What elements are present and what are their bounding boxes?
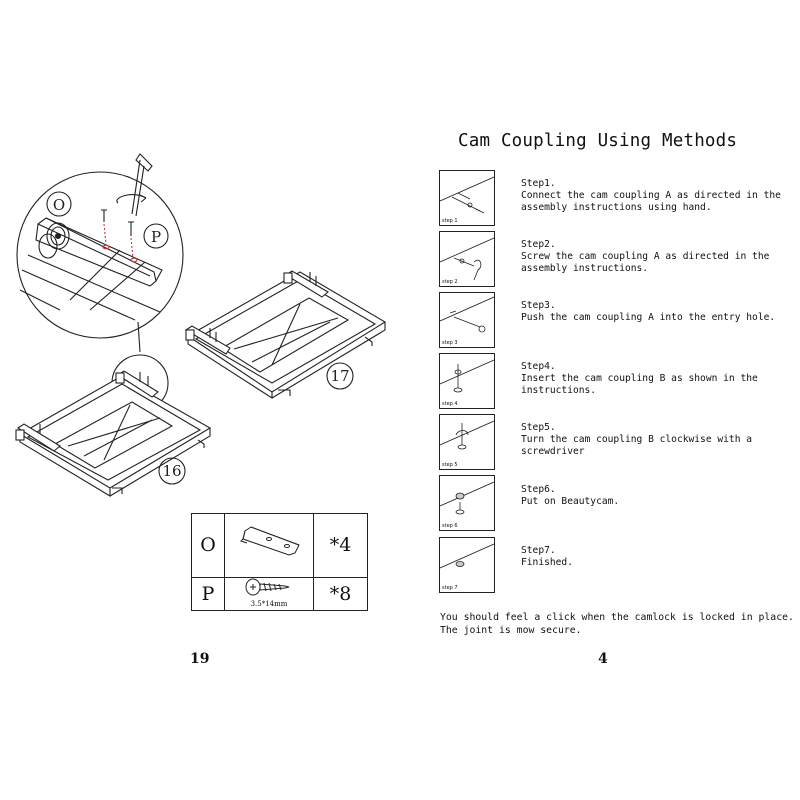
frame-17 xyxy=(184,270,387,400)
step-box-label: step 1 xyxy=(442,218,458,224)
step-3-illustration: step 3 xyxy=(439,292,495,348)
step-5-illustration: step 5 xyxy=(439,414,495,470)
closing-note: You should feel a click when the camlock… xyxy=(440,611,794,637)
step-box-label: step 2 xyxy=(442,279,458,285)
step-description: Push the cam coupling A into the entry h… xyxy=(521,312,776,323)
assembly-diagram: O P 17 16 xyxy=(15,153,387,497)
callout-p-label: P xyxy=(151,228,161,246)
part-code: P xyxy=(191,576,225,612)
parts-row-bracket: O *4 xyxy=(191,513,368,578)
closing-note-line: You should feel a click when the camlock… xyxy=(440,612,794,623)
step-3: Step3.Push the cam coupling A into the e… xyxy=(521,300,775,324)
step-5: Step5.Turn the cam coupling B clockwise … xyxy=(521,422,752,458)
step-heading: Step7. xyxy=(521,545,556,556)
step-heading: Step3. xyxy=(521,300,556,311)
step-box-label: step 3 xyxy=(442,340,458,346)
part-quantity: *8 xyxy=(313,576,368,612)
detail-magnifier-circle xyxy=(16,171,184,339)
step-6-illustration: step 6 xyxy=(439,475,495,531)
step-heading: Step5. xyxy=(521,422,556,433)
step-description: Connect the cam coupling A as directed i… xyxy=(521,190,781,213)
parts-row-screw: P 3.5*14mm *8 xyxy=(191,576,368,612)
callout-16-circle xyxy=(158,457,186,485)
step-2-illustration: step 2 xyxy=(439,231,495,287)
step-description: Turn the cam coupling B clockwise with a… xyxy=(521,434,753,457)
hex-key xyxy=(116,153,153,217)
callout-p-circle xyxy=(143,223,169,249)
step-4: Step4.Insert the cam coupling B as shown… xyxy=(521,361,758,397)
screw-icon: 3.5*14mm xyxy=(224,576,314,612)
part-code: O xyxy=(191,513,225,578)
closing-note-line: The joint is mow secure. xyxy=(440,625,582,636)
step-2: Step2.Screw the cam coupling A as direct… xyxy=(521,239,769,275)
step-description: Finished. xyxy=(521,557,573,568)
step-1-illustration: step 1 xyxy=(439,170,495,226)
callout-o-circle xyxy=(46,191,72,217)
step-description: Insert the cam coupling B as shown in th… xyxy=(521,373,758,396)
magnified-screws xyxy=(101,209,134,259)
frame-16 xyxy=(15,370,212,497)
callout-17-circle xyxy=(326,362,354,390)
callout-16-label: 16 xyxy=(162,462,181,480)
page-title: Cam Coupling Using Methods xyxy=(458,131,738,151)
step-heading: Step6. xyxy=(521,484,556,495)
step-heading: Step4. xyxy=(521,361,556,372)
magnified-bracket xyxy=(19,217,163,321)
step-description: Screw the cam coupling A as directed in … xyxy=(521,251,770,274)
parts-table: O *4 P xyxy=(191,513,368,612)
left-page-number: 19 xyxy=(190,651,210,667)
step-heading: Step2. xyxy=(521,239,556,250)
step-box-label: step 5 xyxy=(442,462,458,468)
right-page-number: 4 xyxy=(598,651,608,667)
step-7-illustration: step 7 xyxy=(439,537,495,593)
part-quantity: *4 xyxy=(313,513,368,578)
step-box-label: step 4 xyxy=(442,401,458,407)
step-1: Step1.Connect the cam coupling A as dire… xyxy=(521,178,781,214)
callout-o-label: O xyxy=(53,196,65,214)
step-box-label: step 6 xyxy=(442,523,458,529)
bracket-plate-icon xyxy=(224,513,314,578)
step-6: Step6.Put on Beautycam. xyxy=(521,484,619,508)
callout-17-label: 17 xyxy=(330,367,349,385)
step-box-label: step 7 xyxy=(442,585,458,591)
step-description: Put on Beautycam. xyxy=(521,496,620,507)
step-4-illustration: step 4 xyxy=(439,353,495,409)
step-7: Step7.Finished. xyxy=(521,545,573,569)
screw-size-label: 3.5*14mm xyxy=(250,600,288,608)
step-heading: Step1. xyxy=(521,178,556,189)
